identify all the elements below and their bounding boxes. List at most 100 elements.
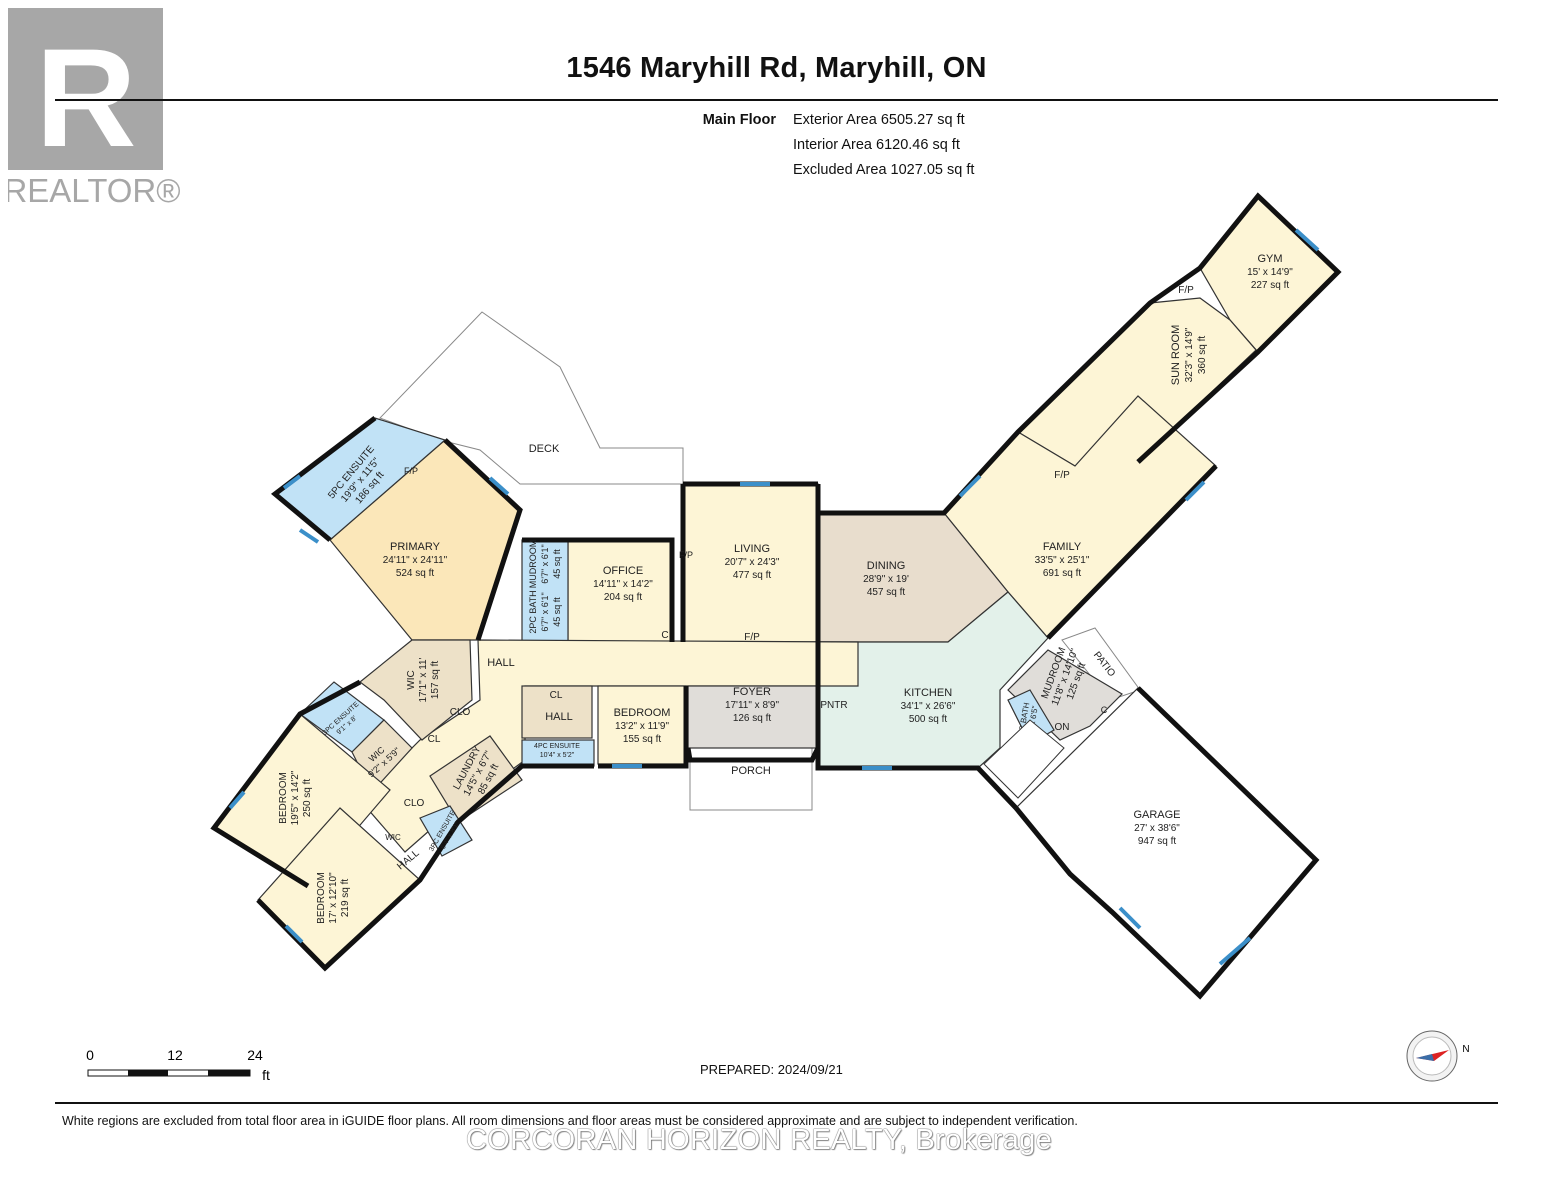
bath-2pc-area: 45 sq ft	[552, 597, 562, 627]
primary-label: PRIMARY	[390, 541, 441, 553]
fireplace-label-primary: F/P	[404, 466, 418, 476]
family-area: 691 sq ft	[1043, 568, 1082, 579]
ensuite-3pc-b-room	[419, 805, 473, 857]
hall-label-main: HALL	[487, 657, 515, 669]
disclaimer-text: White regions are excluded from total fl…	[62, 1114, 1078, 1128]
dining-label: DINING	[867, 560, 906, 572]
garage-label: GARAGE	[1133, 809, 1180, 821]
office-room	[567, 539, 673, 643]
gym-area: 227 sq ft	[1251, 280, 1290, 291]
bedroom-left-area: 250 sq ft	[302, 779, 313, 818]
foyer-label: FOYER	[733, 686, 771, 698]
office-label: OFFICE	[603, 565, 643, 577]
garage-dims: 27' x 38'6"	[1134, 823, 1180, 834]
walls	[210, 192, 1342, 1000]
exterior-area: Exterior Area 6505.27 sq ft	[793, 112, 965, 128]
fireplace-label-gym: F/P	[1178, 285, 1194, 296]
stairs-on-label: ON	[1055, 722, 1070, 733]
gym-label: GYM	[1257, 253, 1282, 265]
deck-region	[379, 311, 684, 485]
closet-label-wic: CLO	[450, 707, 471, 718]
kitchen-area: 500 sq ft	[909, 714, 948, 725]
compass-icon: N	[1406, 1030, 1470, 1082]
ensuite-4pc-a-label: 4PC ENSUITE	[534, 743, 580, 750]
bedroom-center-room	[597, 685, 687, 765]
scale-tick-12: 12	[167, 1047, 183, 1063]
scale-tick-24: 24	[247, 1047, 263, 1063]
office-dims: 14'11" x 14'2"	[593, 579, 653, 590]
bedroom-center-dims: 13'2" x 11'9"	[615, 721, 670, 732]
bedroom-bottom-label: BEDROOM	[316, 872, 327, 924]
wic-large-dims: 17'1" x 11'	[418, 657, 429, 702]
deck-label: DECK	[529, 443, 560, 455]
dining-dims: 28'9" x 19'	[863, 574, 909, 585]
gym-dims: 15' x 14'9"	[1247, 267, 1293, 278]
realtor-logo-mark: R	[35, 19, 136, 176]
primary-dims: 24'11" x 24'11"	[383, 555, 448, 566]
family-dims: 33'5" x 25'1"	[1035, 555, 1090, 566]
ensuite-4pc-a-room	[521, 739, 595, 767]
primary-area: 524 sq ft	[396, 568, 435, 579]
sun-room-area: 360 sq ft	[1197, 336, 1208, 375]
dining-area: 457 sq ft	[867, 587, 906, 598]
mudroom-small-label: MUDROOM	[528, 540, 538, 589]
wic-large-room	[359, 639, 473, 741]
realtor-logo-text: REALTOR®	[8, 172, 180, 208]
sun-room-label: SUN ROOM	[1170, 325, 1182, 386]
wic-label-bottom: WIC	[385, 833, 401, 842]
bedroom-center-area: 155 sq ft	[623, 734, 662, 745]
scale-tick-0: 0	[86, 1047, 94, 1063]
hall-label-bottom: HALL	[395, 848, 422, 873]
foyer-dims: 17'11" x 8'9"	[725, 700, 780, 711]
fireplace-label-living-side: F/P	[679, 550, 693, 560]
windows	[228, 228, 1320, 966]
excluded-area: Excluded Area 1027.05 sq ft	[793, 162, 975, 178]
floor-label: Main Floor	[702, 112, 776, 128]
porch-label: PORCH	[731, 765, 771, 777]
brokerage-watermark: CORCORAN HORIZON REALTY, Brokerage	[466, 1124, 1053, 1156]
fireplace-label-family: F/P	[1054, 470, 1070, 481]
living-room	[682, 483, 819, 643]
bedroom-bottom-area: 219 sq ft	[340, 879, 351, 918]
office-area: 204 sq ft	[604, 592, 643, 603]
closet-label-laundry: CLO	[404, 798, 425, 809]
bedroom-left-dims: 19'5" x 14'2"	[290, 770, 301, 825]
mudroom-small-area: 45 sq ft	[552, 549, 562, 579]
living-label: LIVING	[734, 543, 770, 555]
mudroom-small-dims: 6'7" x 6'1"	[540, 544, 550, 583]
bedroom-bottom-dims: 17' x 12'10"	[328, 872, 339, 924]
scale-bar: 0 12 24 ft	[86, 1047, 270, 1083]
bedroom-left-label: BEDROOM	[278, 772, 289, 824]
closet-center	[521, 685, 593, 739]
room-fills	[213, 195, 1339, 997]
stairs	[983, 719, 1065, 799]
bedroom-center-label: BEDROOM	[614, 707, 671, 719]
wic-large-label: WIC	[406, 670, 417, 689]
ensuite-4pc-a-dims: 10'4" x 5'2"	[540, 752, 575, 759]
realtor-logo-box	[8, 8, 163, 170]
closet-label-mudroom: C	[1101, 705, 1108, 715]
compass-north: N	[1462, 1044, 1469, 1055]
closet-label-left: CL	[428, 734, 441, 745]
closet-label-center: CL	[550, 690, 563, 701]
bath-2pc-label: 2PC BATH	[528, 590, 538, 633]
page-title: 1546 Maryhill Rd, Maryhill, ON	[566, 52, 987, 84]
living-dims: 20'7" x 24'3"	[725, 557, 780, 568]
porch-region	[689, 747, 813, 811]
foyer-area: 126 sq ft	[733, 713, 772, 724]
kitchen-dims: 34'1" x 26'6"	[901, 701, 956, 712]
fireplace-label-living: F/P	[744, 632, 760, 643]
footer-divider	[55, 1102, 1498, 1104]
realtor-logo: R REALTOR®	[8, 8, 180, 208]
interior-area: Interior Area 6120.46 sq ft	[793, 137, 960, 153]
bath-2pc-dims: 6'7" x 6'1"	[540, 592, 550, 631]
scale-unit: ft	[262, 1067, 270, 1083]
family-label: FAMILY	[1043, 541, 1082, 553]
sun-room-dims: 32'3" x 14'9"	[1184, 327, 1195, 382]
header-divider	[55, 99, 1498, 101]
prepared-date: PREPARED: 2024/09/21	[700, 1062, 843, 1077]
kitchen-label: KITCHEN	[904, 687, 952, 699]
garage-area: 947 sq ft	[1138, 836, 1177, 847]
wic-large-area: 157 sq ft	[430, 661, 441, 700]
